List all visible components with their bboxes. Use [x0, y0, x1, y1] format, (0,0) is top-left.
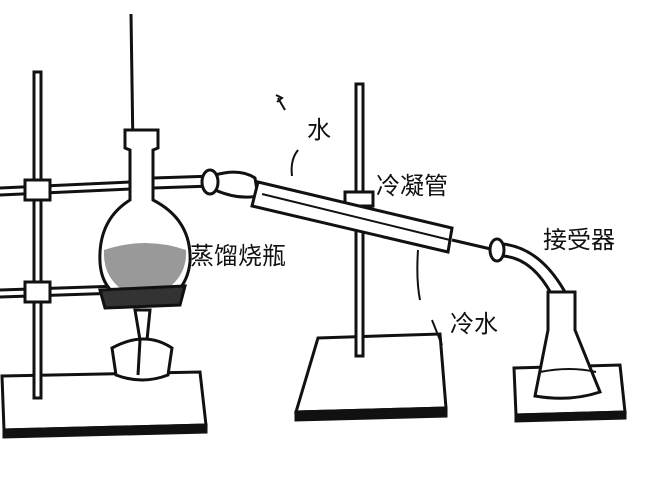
receiver-flask	[512, 290, 627, 423]
wire-gauze	[98, 284, 187, 310]
water-out-arrow	[275, 94, 286, 111]
condenser	[250, 149, 496, 301]
thermometer	[129, 13, 135, 151]
water-in-arrow	[431, 319, 443, 346]
alcohol-lamp	[110, 308, 174, 382]
label-condenser: 冷凝管	[376, 172, 448, 200]
distillation-flask	[98, 128, 216, 307]
label-distillation-flask: 蒸馏烧瓶	[190, 242, 286, 270]
label-water: 水	[307, 116, 331, 144]
label-cold-water: 冷水	[450, 310, 498, 338]
label-receiver: 接受器	[543, 226, 615, 254]
